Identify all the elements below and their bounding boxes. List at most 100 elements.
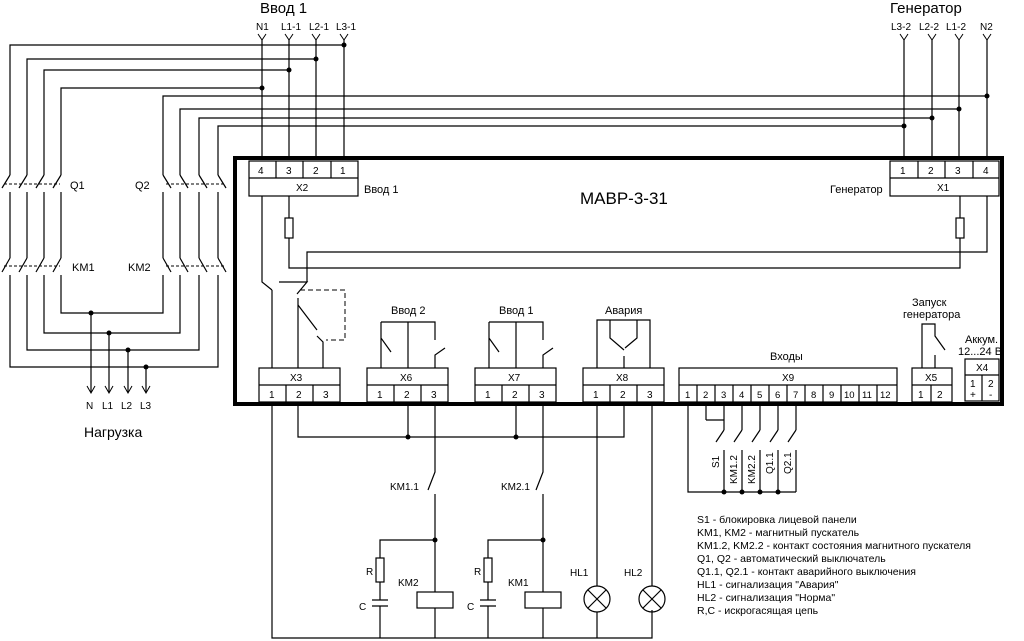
fuse-input1 bbox=[284, 217, 294, 239]
legend-item: R,C - искрогасящая цепь bbox=[697, 605, 819, 617]
connector-name: X5 bbox=[925, 373, 938, 384]
x9-input-contacts: S1 KM1.2 KM2.2 Q1.1 Q2.1 bbox=[687, 402, 797, 495]
connector-label: Ввод 2 bbox=[391, 305, 426, 317]
external-control-circuit: KM1.1 KM2.1 R C KM2 R C KM1 HL1 HL2 bbox=[271, 402, 666, 639]
load-bus: N L1 L2 L3 Нагрузка bbox=[9, 275, 219, 440]
km2-label: KM2 bbox=[128, 262, 151, 274]
terminal-label: L1-1 bbox=[281, 22, 301, 33]
generator-power-wiring bbox=[162, 40, 990, 175]
terminal-label: N2 bbox=[980, 22, 993, 33]
pin-label: 3 bbox=[431, 390, 437, 401]
fuse-generator bbox=[955, 217, 965, 239]
pin-label: 2 bbox=[703, 390, 708, 401]
internal-wiring bbox=[261, 196, 988, 368]
connector-name: X1 bbox=[937, 183, 950, 194]
pin-label: 4 bbox=[258, 166, 264, 177]
pin-label: 9 bbox=[829, 390, 834, 401]
terminal-label: L3-1 bbox=[336, 22, 356, 33]
terminal-label: L2-1 bbox=[309, 22, 329, 33]
pin-label: 1 bbox=[377, 390, 383, 401]
q2-label: Q2 bbox=[135, 180, 150, 192]
pin-label: 3 bbox=[647, 390, 653, 401]
q11-label: Q1.1 bbox=[765, 452, 776, 474]
legend-item: KM1.2, KM2.2 - контакт состояния магнитн… bbox=[697, 540, 971, 552]
pin-label: 1 bbox=[340, 166, 346, 177]
pin-label: 3 bbox=[286, 166, 292, 177]
pin-label: 1 bbox=[970, 379, 976, 390]
connector-x7: Ввод 1 X7 1 2 3 bbox=[474, 305, 557, 403]
connector-name: X4 bbox=[976, 363, 989, 374]
connector-label: Входы bbox=[770, 351, 803, 363]
pin-label: 2 bbox=[620, 390, 626, 401]
connector-label: Ввод 1 bbox=[364, 184, 399, 196]
pin-label: 4 bbox=[983, 166, 989, 177]
connector-name: X6 bbox=[400, 373, 413, 384]
connector-name: X9 bbox=[782, 373, 795, 384]
terminal-label: L2-2 bbox=[919, 22, 939, 33]
legend-item: HL2 - сигнализация "Норма" bbox=[697, 592, 835, 604]
q1-breaker: Q1 bbox=[1, 174, 85, 258]
connector-x3: X3 1 2 3 bbox=[258, 367, 341, 403]
pin-label: 1 bbox=[269, 390, 275, 401]
c-label: C bbox=[467, 602, 474, 613]
device-name: МАВР-3-31 bbox=[580, 189, 668, 208]
polarity-sign: + bbox=[970, 390, 976, 401]
pin-label: 6 bbox=[775, 390, 780, 401]
load-title: Нагрузка bbox=[84, 424, 142, 440]
legend-item: Q1, Q2 - автоматический выключатель bbox=[697, 553, 886, 565]
pin-label: 8 bbox=[811, 390, 816, 401]
pin-label: 12 bbox=[880, 390, 891, 401]
pin-label: 2 bbox=[313, 166, 319, 177]
legend-item: HL1 - сигнализация "Авария" bbox=[697, 579, 839, 591]
connector-x8: Авария X8 1 2 3 bbox=[582, 305, 665, 403]
terminal-label: L1-2 bbox=[946, 22, 966, 33]
load-terminal-n: N bbox=[86, 401, 93, 412]
pin-label: 4 bbox=[739, 390, 744, 401]
c-label: C bbox=[359, 602, 366, 613]
hl2-label: HL2 bbox=[624, 568, 643, 579]
km2-coil-label: KM2 bbox=[398, 578, 419, 589]
km1-coil bbox=[524, 591, 562, 609]
mavr-device-box bbox=[233, 156, 1004, 406]
pin-label: 1 bbox=[593, 390, 599, 401]
km2-coil bbox=[416, 591, 454, 609]
r-label: R bbox=[474, 567, 481, 578]
generator-title: Генератор bbox=[890, 0, 962, 17]
pin-label: 2 bbox=[404, 390, 410, 401]
generator-terminals: L3-2 L2-2 L1-2 N2 bbox=[891, 22, 993, 41]
pin-label: 3 bbox=[721, 390, 726, 401]
pin-label: 7 bbox=[793, 390, 798, 401]
connector-label: генератора bbox=[903, 309, 961, 321]
connector-label: Генератор bbox=[830, 184, 883, 196]
connector-x1: 1 2 3 4 X1 Генератор bbox=[830, 160, 1000, 197]
pin-label: 3 bbox=[323, 390, 329, 401]
km2-contactor: KM2 bbox=[128, 257, 227, 274]
terminal-label: L3-2 bbox=[891, 22, 911, 33]
legend-item: S1 - блокировка лицевой панели bbox=[697, 514, 857, 526]
input1-title: Ввод 1 bbox=[260, 0, 307, 17]
pin-label: 2 bbox=[937, 390, 943, 401]
hl1-label: HL1 bbox=[570, 568, 589, 579]
km1-label: KM1 bbox=[72, 262, 95, 274]
pin-label: 1 bbox=[685, 390, 690, 401]
km1-coil-label: KM1 bbox=[508, 578, 529, 589]
km22-label: KM2.2 bbox=[747, 455, 758, 484]
legend-item: Q1.1, Q2.1 - контакт аварийного выключен… bbox=[697, 566, 916, 578]
pin-label: 2 bbox=[512, 390, 518, 401]
pin-label: 2 bbox=[988, 379, 994, 390]
km1-contactor: KM1 bbox=[1, 257, 95, 274]
connector-name: X2 bbox=[296, 183, 309, 194]
hl2-lamp bbox=[638, 585, 666, 613]
pin-label: 11 bbox=[862, 390, 872, 401]
pin-label: 3 bbox=[539, 390, 545, 401]
connector-label: Запуск bbox=[912, 297, 947, 309]
connector-x2: 4 3 2 1 X2 Ввод 1 bbox=[248, 160, 399, 197]
connector-label: Аккум. bbox=[965, 334, 998, 346]
pin-label: 1 bbox=[918, 390, 924, 401]
km11-label: KM1.1 bbox=[390, 482, 419, 493]
pin-label: 2 bbox=[928, 166, 934, 177]
load-terminal-l1: L1 bbox=[102, 401, 114, 412]
terminal-label: N1 bbox=[256, 22, 269, 33]
connector-x6: Ввод 2 X6 1 2 3 bbox=[366, 305, 449, 403]
